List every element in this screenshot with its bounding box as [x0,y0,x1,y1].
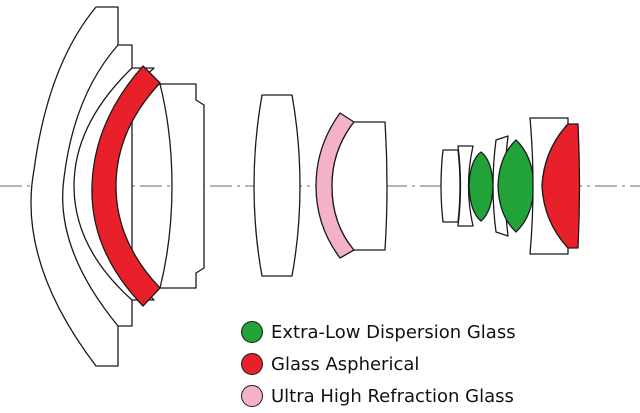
legend-item-ed: Extra-Low Dispersion Glass [241,316,516,348]
lens-element-ed-2 [497,139,535,233]
lens-element-asph-2 [541,123,581,249]
legend-swatch-ed [241,321,263,343]
legend-label-ed: Extra-Low Dispersion Glass [271,321,516,343]
legend: Extra-Low Dispersion Glass Glass Aspheri… [241,316,516,412]
lens-element-5 [159,83,205,289]
legend-swatch-aspherical [241,353,263,375]
legend-item-aspherical: Glass Aspherical [241,348,516,380]
lens-element-9 [440,149,461,223]
legend-item-uhr: Ultra High Refraction Glass [241,380,516,412]
legend-label-aspherical: Glass Aspherical [271,353,420,375]
lens-element-ed-1 [468,151,494,222]
legend-label-uhr: Ultra High Refraction Glass [271,385,514,407]
legend-swatch-uhr [241,385,263,407]
lens-element-6 [253,94,301,277]
lens-element-8 [331,121,388,251]
lens-element-asph-1 [91,65,161,307]
lens-element-10 [457,145,474,227]
